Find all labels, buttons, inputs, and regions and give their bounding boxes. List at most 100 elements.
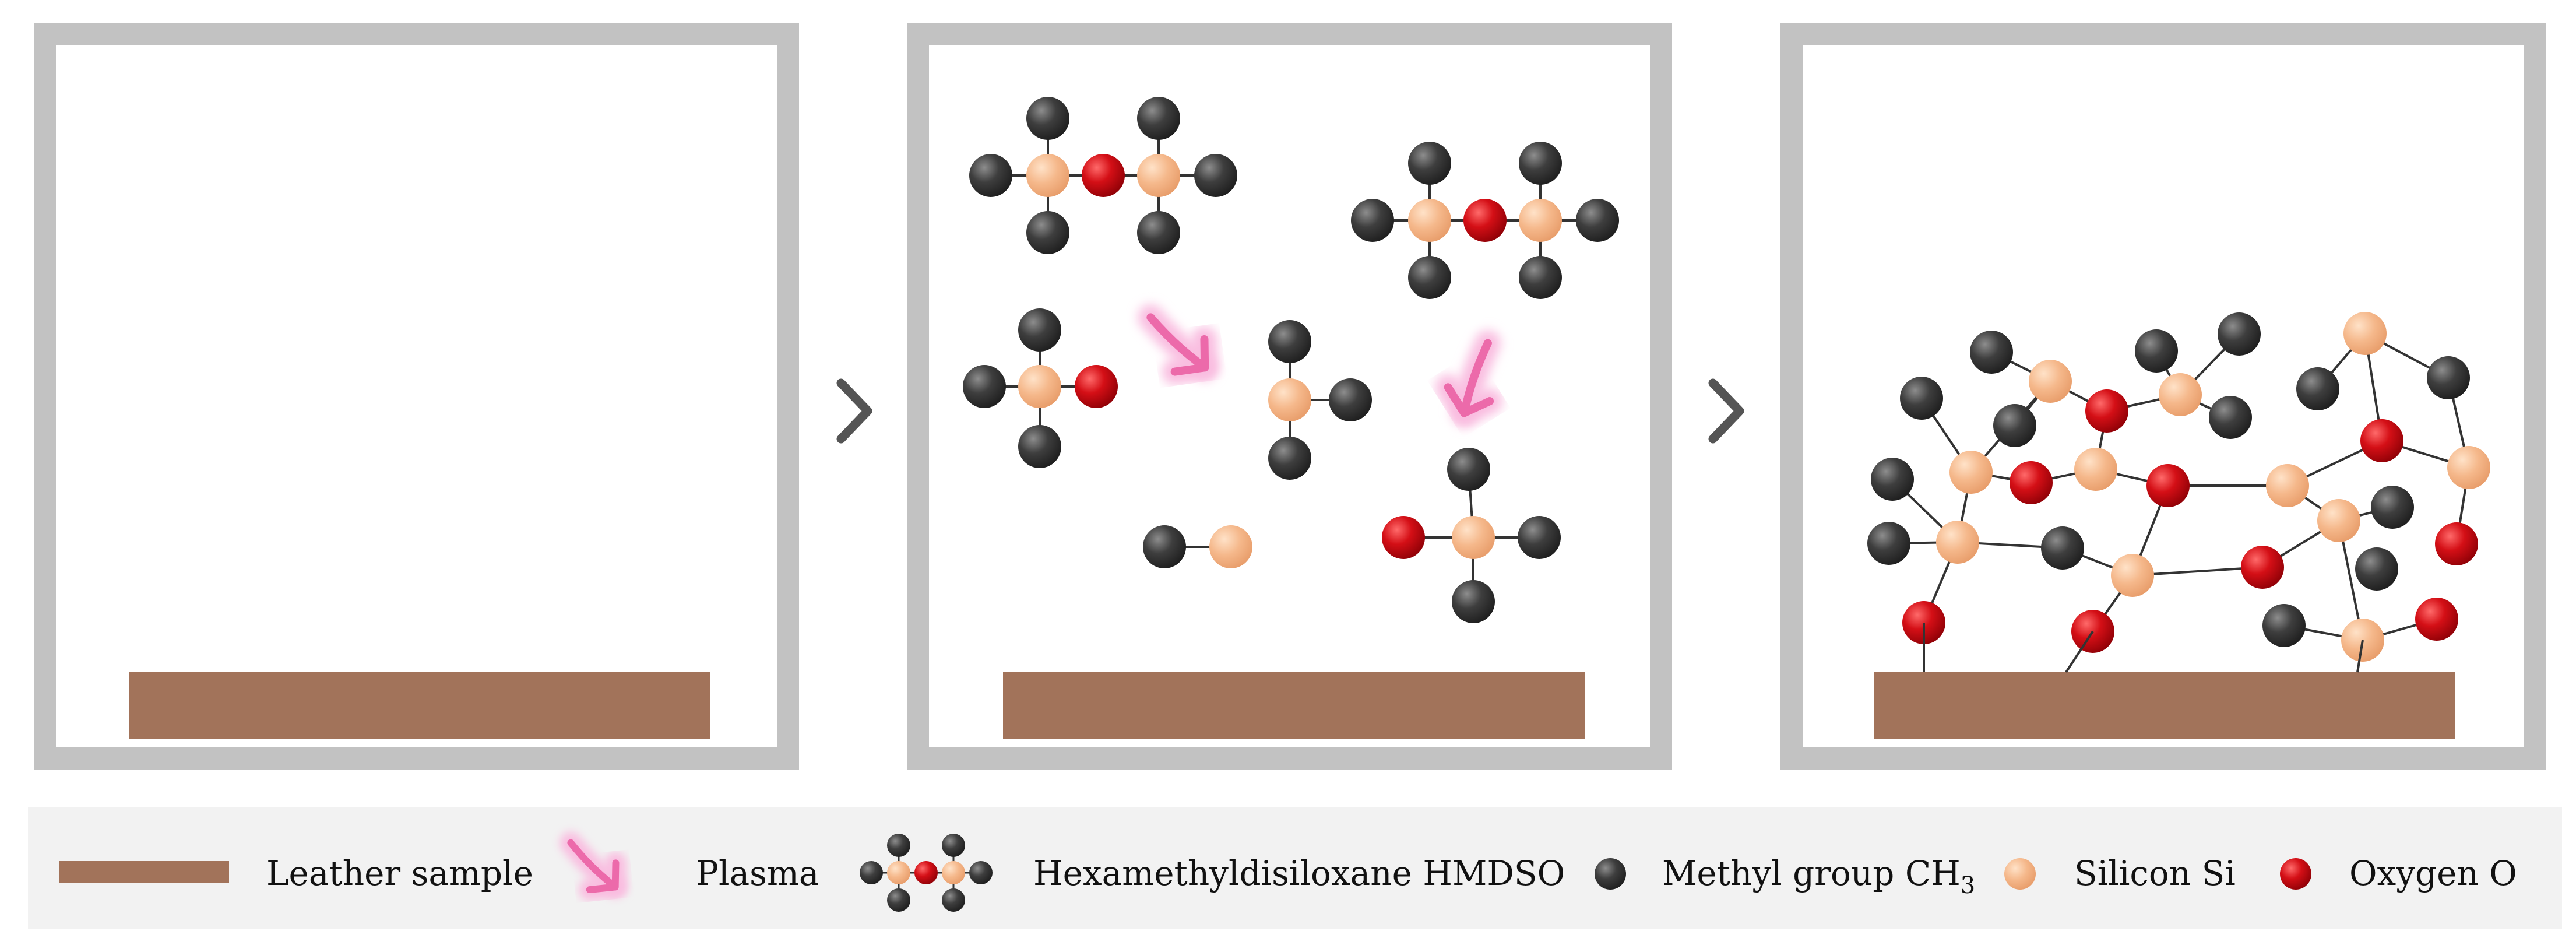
oxygen-atom — [2360, 419, 2403, 462]
oxygen-atom — [2146, 464, 2190, 507]
silicon-atom — [1209, 525, 1252, 568]
methyl-atom — [1143, 525, 1186, 568]
oxygen-atom — [2415, 598, 2458, 641]
methyl-atom — [969, 154, 1012, 197]
oxygen-atom — [2085, 389, 2128, 433]
methyl-atom — [1518, 516, 1561, 559]
oxygen-atom — [2010, 461, 2053, 504]
methyl-atom — [1018, 308, 1061, 352]
legend-hmdso-label: Hexamethyldisiloxane HMDSO — [1033, 853, 1565, 893]
silicon-atom — [2317, 499, 2360, 542]
methyl-subscript: 3 — [1961, 872, 1975, 899]
silicon-atom — [2343, 312, 2387, 355]
methyl-atom — [1867, 522, 1910, 565]
methyl-atom — [1447, 448, 1490, 491]
silicon-atom — [2029, 360, 2072, 403]
oxygen-atom — [2241, 546, 2284, 589]
hmdso-molecule — [1351, 142, 1619, 299]
methyl-atom — [887, 834, 910, 857]
methyl-atom — [1970, 331, 2013, 374]
methyl-atom — [1137, 97, 1180, 140]
methyl-atom — [942, 888, 965, 912]
methyl-atom — [1871, 458, 1914, 501]
methyl-swatch — [1595, 858, 1626, 890]
methyl-atom — [1268, 320, 1311, 363]
leather-swatch — [59, 861, 229, 883]
surface-bond-line — [2356, 640, 2364, 673]
silicon-atom — [887, 861, 910, 884]
methyl-atom — [1351, 199, 1394, 242]
silicon-atom — [2111, 554, 2154, 597]
methyl-atom — [1408, 142, 1451, 185]
silicon-atom — [1018, 365, 1061, 408]
methyl-atom — [963, 365, 1006, 408]
oxygen-atom — [1382, 516, 1425, 559]
methyl-atom — [1900, 377, 1943, 420]
silicon-atom — [1519, 199, 1562, 242]
oxygen-atom — [1463, 199, 1507, 242]
leather-sample — [129, 672, 710, 739]
legend-leather-label: Leather sample — [266, 853, 533, 893]
methyl-atom — [1576, 199, 1619, 242]
panel-1-empty-chamber — [34, 23, 799, 770]
methyl-atom — [1452, 580, 1495, 623]
silicon-atom — [2266, 464, 2309, 507]
methyl-atom — [1329, 378, 1372, 421]
methyl-atom — [2296, 367, 2339, 410]
panel-3-deposited-coating — [1780, 23, 2546, 770]
methyl-atom — [1519, 256, 1562, 299]
silicon-atom — [2074, 448, 2117, 491]
hmdso-molecule-icon-atoms — [860, 834, 993, 912]
silicon-atom — [1949, 451, 1993, 494]
legend: Leather sample Plasma Hexamethyldisiloxa… — [28, 807, 2562, 929]
methyl-atom — [1268, 437, 1311, 480]
methyl-atom — [2218, 312, 2261, 356]
methyl-atom — [2135, 329, 2178, 373]
methyl-atom — [1018, 425, 1061, 468]
methyl-atom — [2427, 356, 2470, 399]
silicon-atom — [1268, 378, 1311, 421]
legend-methyl-label: Methyl group CH3 — [1662, 853, 1975, 899]
methyl-atom — [2371, 486, 2414, 529]
methyl-atom — [2355, 547, 2398, 591]
methyl-atom — [1194, 154, 1237, 197]
siloxane-network — [1867, 312, 2490, 673]
silicon-atom — [2159, 373, 2202, 416]
silicon-atom — [1936, 521, 1979, 564]
methyl-atom — [887, 888, 910, 912]
leather-sample — [1003, 672, 1585, 739]
molecule-fragments — [963, 97, 1619, 623]
hmdso-molecule-icon — [860, 834, 993, 912]
silyl-fragment — [1268, 320, 1372, 480]
silanol-fragment — [963, 308, 1118, 468]
oxygen-atom — [1082, 154, 1125, 197]
silicon-atom — [1026, 154, 1069, 197]
leather-sample — [1874, 672, 2455, 739]
chevron-right-icon — [836, 378, 872, 444]
methyl-atom — [969, 861, 993, 884]
methyl-silicon-fragment — [1143, 525, 1252, 568]
oxygen-atom — [914, 861, 938, 884]
methyl-atom — [1137, 211, 1180, 254]
oxygen-atom — [2435, 522, 2478, 565]
methyl-atom — [1993, 404, 2036, 447]
methyl-atom — [2209, 396, 2252, 439]
oxygen-swatch — [2280, 858, 2311, 890]
panel-2-plasma-fragmentation — [907, 23, 1672, 770]
methyl-atom — [1026, 211, 1069, 254]
oxygen-atom — [1075, 365, 1118, 408]
methyl-atom — [860, 861, 883, 884]
chevron-right-icon — [1708, 378, 1744, 444]
silicon-atom — [1408, 199, 1451, 242]
legend-oxygen-label: Oxygen O — [2349, 853, 2517, 893]
legend-background — [28, 807, 2562, 929]
methyl-atom — [2262, 604, 2306, 647]
hmdso-molecule — [969, 97, 1237, 254]
methyl-label-text: Methyl group CH — [1662, 853, 1961, 893]
methyl-atom — [1519, 142, 1562, 185]
silicon-atom — [1137, 154, 1180, 197]
legend-silicon-label: Silicon Si — [2074, 853, 2236, 893]
legend-plasma-label: Plasma — [696, 853, 819, 893]
silicon-atom — [942, 861, 965, 884]
